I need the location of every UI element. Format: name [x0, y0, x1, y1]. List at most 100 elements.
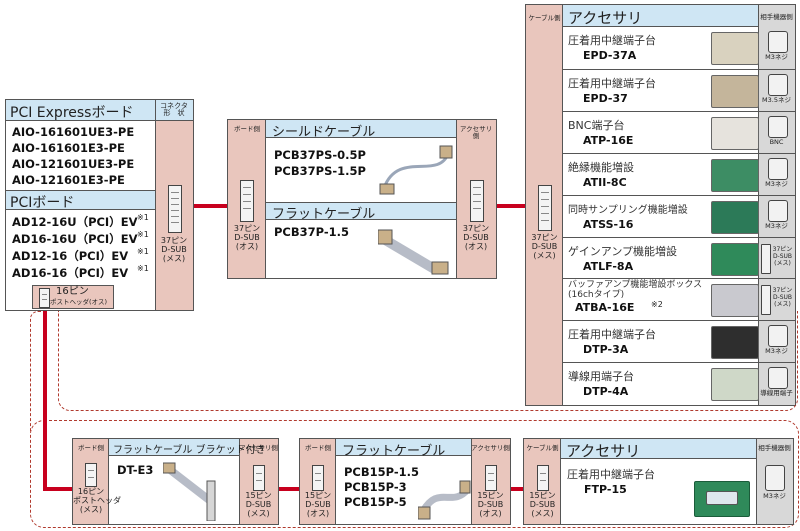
accessory-partner-label: M3.5ネジ [762, 95, 791, 104]
accessory-item-name: 絶縁機能増設 [568, 160, 634, 174]
accessory-item-name: BNC端子台 [568, 118, 625, 132]
accessory-block: ケーブル側 アクセサリ 相手機器側 37ピン D-SUB (メス) 圧着用中継端… [525, 4, 796, 406]
pci-item: AD12-16（PCI）EV [12, 249, 129, 263]
dsub37-male-icon [240, 180, 254, 222]
conn-left-label: 37ピン D-SUB (オス) [233, 224, 261, 251]
shield-title: シールドケーブル [272, 125, 376, 140]
accessory-item-code: EPD-37A [583, 49, 637, 62]
acc-header [563, 5, 758, 27]
bracket-title: フラットケーブル ブラケット付き [113, 445, 266, 456]
flat-cable-image [378, 229, 449, 275]
accessory-product-image [711, 326, 759, 360]
flat-title: フラットケーブル [272, 207, 376, 222]
accessory-product-image [711, 200, 759, 234]
pci-item: AD16-16（PCI）EV [12, 266, 129, 280]
pcie-item: AIO-121601E3-PE [12, 173, 125, 187]
bottom-accessory-block: ケーブル側 アクセサリ 相手機器側 圧着用中継端子台 FTP-15 15ピン D… [523, 438, 794, 525]
flat-item: PCB37P-1.5 [274, 225, 350, 239]
bottom-acc-cable-side-label: ケーブル側 [526, 444, 559, 452]
partner-label: 相手機器側 [760, 13, 793, 21]
postheader16-icon [39, 288, 50, 308]
acc-cable-side-label: ケーブル側 [528, 14, 561, 22]
dsub15-female-icon [537, 465, 549, 491]
bottom-acc-conn: 15ピン D-SUB (メス) [529, 491, 556, 518]
dsub15-female-icon [253, 465, 265, 491]
optional-group-link [58, 311, 798, 411]
accessory-product-image [711, 32, 759, 65]
pci-note: ※1 [137, 230, 149, 239]
flat15-conn-left: 15ピン D-SUB (オス) [304, 491, 332, 518]
header-wire [43, 311, 47, 490]
bottom-acc-item-partner: M3ネジ [763, 492, 786, 500]
wire-terminal-icon [768, 367, 788, 390]
flat15-board-side-label: ボード側 [305, 444, 331, 452]
accessory-product-image [711, 158, 759, 192]
acc-side-label: アクセサリ側 [459, 125, 493, 140]
flat15-conn-right: 15ピン D-SUB (オス) [477, 491, 504, 518]
accessory-item-code: DTP-4A [583, 385, 629, 399]
accessory-product-image [711, 74, 759, 108]
dsub15-male-icon [485, 465, 497, 491]
pci-note: ※1 [137, 264, 149, 273]
terminal-block-image [706, 491, 738, 505]
pci-item: AD16-16U（PCI）EV [12, 232, 138, 246]
accessory-partner-label: M3ネジ [765, 179, 788, 188]
dsub37-male-icon [470, 180, 484, 222]
accessory-item-name: ゲインアンプ機能増設 [568, 244, 678, 258]
accessory-item-name: 同時サンプリング機能増設 [568, 204, 688, 216]
flat-header [266, 202, 456, 220]
header16-type: ポストヘッダ(オス) [50, 298, 108, 306]
conn37-label: 37ピン D-SUB (メス) [160, 236, 188, 263]
accessory-item-name: バッファアンプ機能増設ボックス (16chタイプ) [568, 280, 703, 301]
dsub37-female-icon [761, 285, 771, 316]
m35-screw-terminal-icon [768, 73, 788, 96]
pcie-header [6, 100, 155, 121]
accessory-item-code: ATBA-16E [575, 301, 635, 315]
acc-title: アクセサリ [568, 9, 643, 27]
accessory-product-image [711, 284, 759, 318]
flat15-header [336, 439, 471, 456]
dsub37-female-icon [538, 185, 552, 231]
pcie-header-label: PCI Expressボード [10, 105, 134, 121]
pci-item: AD12-16U（PCI）EV [12, 215, 138, 229]
bracket-header [109, 439, 239, 456]
dsub37-female-icon [761, 243, 771, 274]
flat15-acc-side-label: アクセサリ側 [471, 444, 510, 452]
bracket-acc-side-label: アクセサリ側 [239, 444, 278, 452]
m3-screw-terminal-icon [768, 199, 788, 222]
accessory-partner-label: 導線用端子 [760, 389, 793, 398]
cable-wire [497, 204, 525, 208]
flat15-item: PCB15P-1.5 [344, 465, 420, 479]
shield-header [266, 120, 456, 138]
flat15-item: PCB15P-3 [344, 480, 407, 494]
cable-wire [194, 204, 227, 208]
pcie-item: AIO-161601UE3-PE [12, 125, 135, 139]
m3-screw-terminal-icon [768, 157, 788, 180]
bottom-acc-item-code: FTP-15 [584, 483, 627, 496]
dsub15-male-icon [312, 465, 324, 491]
cable-wire [279, 487, 299, 491]
flat15-cable-block: ボード側 アクセサリ側 フラットケーブル PCB15P-1.5 PCB15P-3… [299, 438, 511, 525]
shield-item: PCB37PS-1.5P [274, 164, 366, 178]
conn-shape-header [155, 100, 193, 121]
accessory-item-name: 導線用端子台 [568, 370, 634, 384]
accessory-item-code: DTP-3A [583, 343, 629, 357]
optional-group-border [30, 420, 799, 528]
accessory-item-code: ATSS-16 [583, 217, 634, 231]
accessory-item-note: ※2 [651, 300, 663, 310]
flat15-item: PCB15P-5 [344, 495, 407, 509]
postheader16-icon [85, 463, 97, 487]
accessory-item-name: 圧着用中継端子台 [568, 76, 656, 90]
accessory-item-code: ATII-8C [583, 175, 627, 189]
m3-screw-terminal-icon [768, 325, 788, 348]
accessory-item-code: ATLF-8A [583, 259, 634, 273]
accessory-partner-label: BNC [769, 137, 784, 146]
bottom-partner-label: 相手機器側 [758, 444, 791, 452]
flat15-cable-image [418, 480, 471, 520]
pci-note: ※1 [137, 247, 149, 256]
accessory-partner-label: 37ピン D-SUB (メス) [772, 245, 793, 267]
